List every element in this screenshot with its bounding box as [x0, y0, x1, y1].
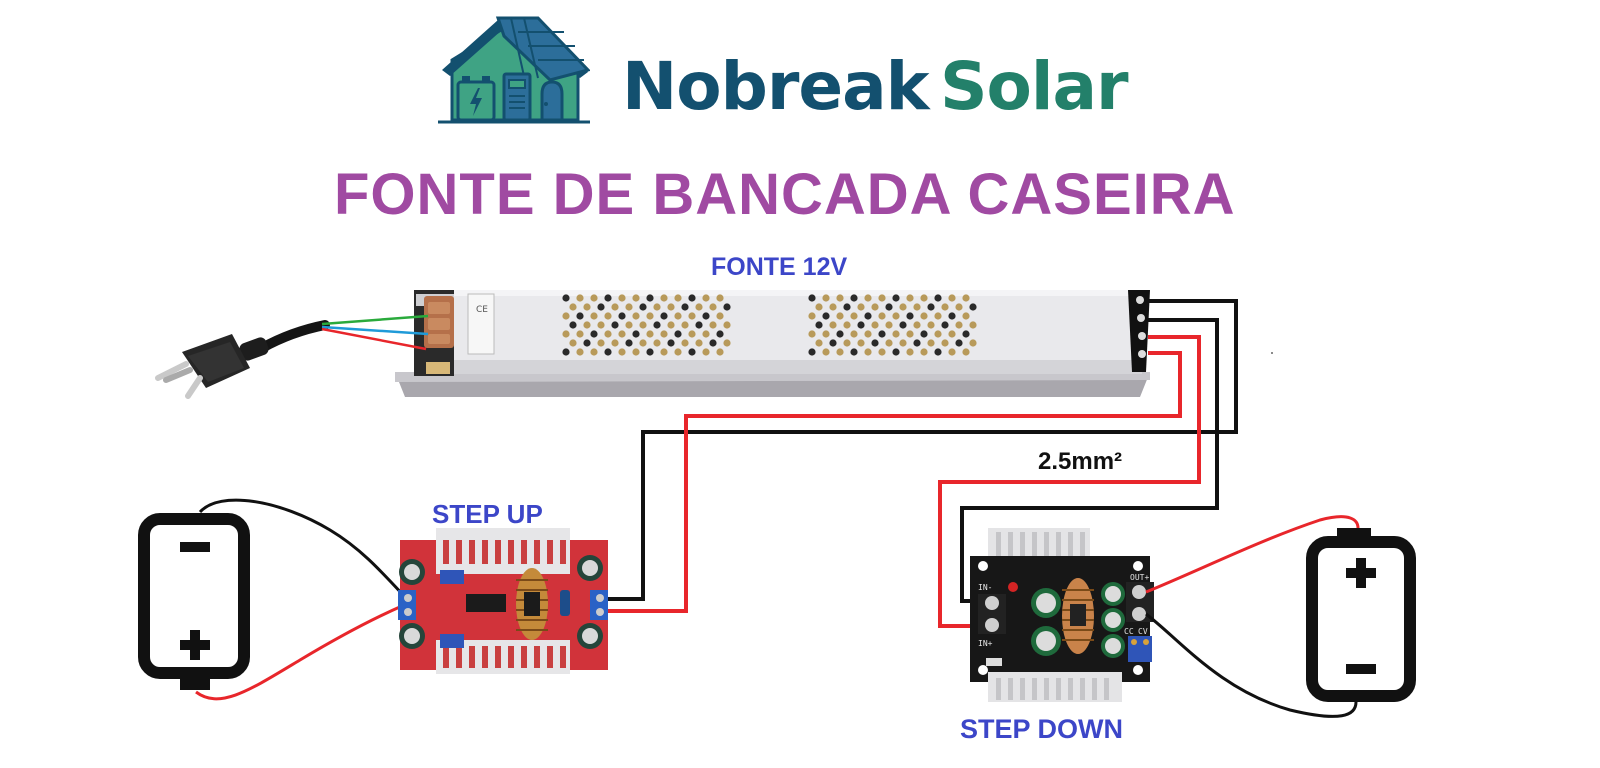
wire-positive-step-up	[600, 351, 1182, 613]
ac-plug	[155, 320, 330, 399]
svg-text:IN+: IN+	[978, 639, 993, 648]
step-down-module	[970, 528, 1154, 702]
svg-text:OUT+: OUT+	[1130, 573, 1149, 582]
step-up-label: STEP UP	[432, 499, 543, 529]
step-up-module	[398, 528, 608, 674]
step-down-label: STEP DOWN	[960, 714, 1124, 744]
power-supply-label: FONTE 12V	[711, 253, 848, 281]
wire-positive-step-down	[938, 335, 1201, 628]
logo: Nobreak Solar	[438, 14, 1129, 126]
ac-wires	[321, 314, 429, 351]
page-title: FONTE DE BANCADA CASEIRA	[334, 162, 1236, 227]
wire-gauge-label: 2.5mm²	[1038, 448, 1123, 475]
battery-right-wires	[1145, 515, 1360, 718]
battery-left-wires	[195, 498, 407, 701]
step-down-pin-labels: IN- IN+ OUT+ CC CV	[978, 573, 1149, 648]
svg-text:CC: CC	[1124, 627, 1134, 636]
power-supply-12v: CE	[395, 290, 1150, 397]
battery-left	[138, 513, 250, 690]
solar-house-icon	[438, 16, 590, 124]
power-supply-vents	[562, 294, 977, 356]
logo-word-nobreak: Nobreak	[622, 48, 930, 125]
svg-text:IN-: IN-	[978, 583, 992, 592]
logo-word-solar: Solar	[940, 48, 1129, 125]
wire-negative-step-down	[960, 318, 1219, 603]
svg-text:CV: CV	[1138, 627, 1148, 636]
wire-negative-step-up	[600, 299, 1238, 601]
battery-right	[1306, 528, 1416, 702]
dc-wires	[600, 299, 1238, 628]
svg-text:CE: CE	[476, 305, 488, 315]
